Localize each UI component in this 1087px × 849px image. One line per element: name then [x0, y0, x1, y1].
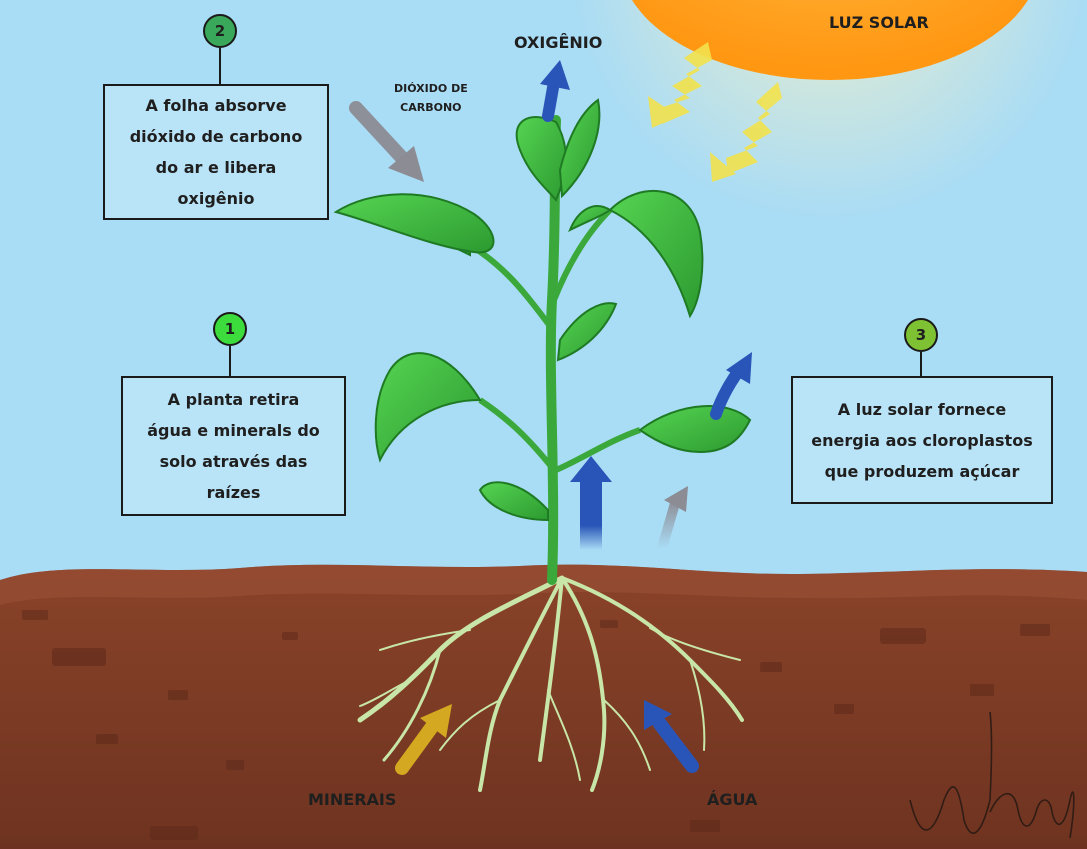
step-1-badge: 1: [213, 312, 247, 346]
co2-label-line1: DIÓXIDO DE: [394, 79, 468, 98]
step-1-connector: [229, 346, 231, 376]
step-2-box: A folha absorve dióxido de carbono do ar…: [103, 84, 329, 220]
step-3-number: 3: [916, 326, 926, 344]
step-3-text: A luz solar fornece energia aos cloropla…: [806, 394, 1038, 487]
step-2-connector: [219, 48, 221, 84]
step-3-box: A luz solar fornece energia aos cloropla…: [791, 376, 1053, 504]
step-1-box: A planta retira água e minerals do solo …: [121, 376, 346, 516]
step-3-connector: [920, 352, 922, 376]
oxygen-label: OXIGÊNIO: [514, 33, 602, 52]
step-2-number: 2: [215, 22, 225, 40]
co2-label-line2: CARBONO: [394, 98, 468, 117]
co2-label: DIÓXIDO DE CARBONO: [394, 79, 468, 117]
step-3-badge: 3: [904, 318, 938, 352]
sun-label: LUZ SOLAR: [829, 13, 929, 32]
water-label: ÁGUA: [707, 790, 757, 809]
soil-ground: [0, 565, 1087, 849]
step-2-text: A folha absorve dióxido de carbono do ar…: [118, 90, 314, 214]
step-2-badge: 2: [203, 14, 237, 48]
step-1-text: A planta retira água e minerals do solo …: [145, 384, 323, 508]
minerals-label: MINERAIS: [308, 790, 396, 809]
step-1-number: 1: [225, 320, 235, 338]
